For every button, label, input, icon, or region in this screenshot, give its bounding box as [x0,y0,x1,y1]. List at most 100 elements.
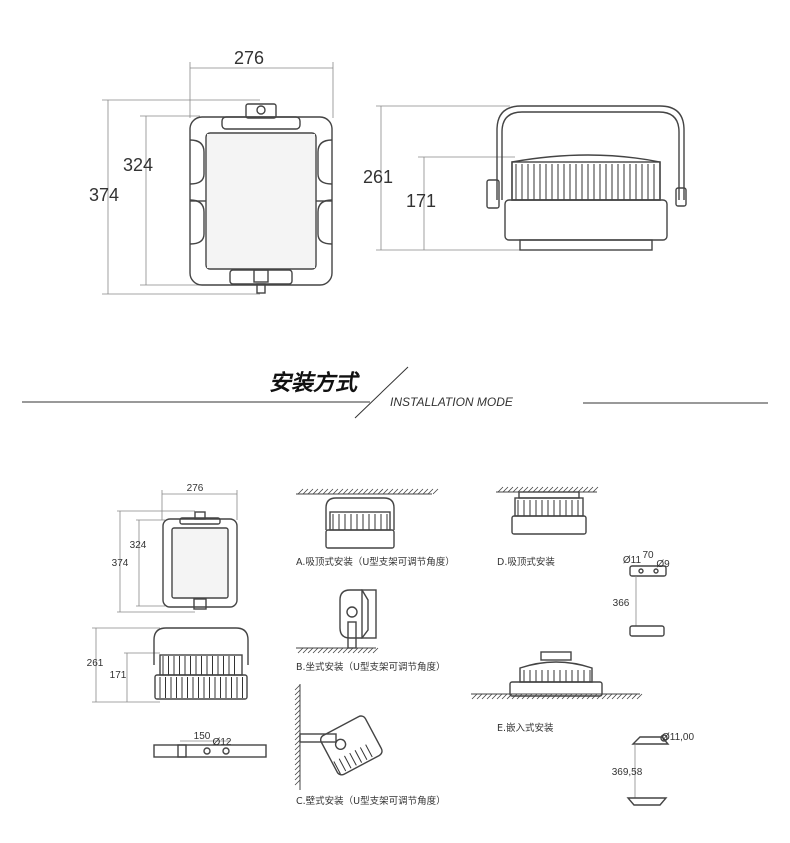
drawing-stroke [626,693,633,700]
drawing-stroke [377,488,384,495]
drawing-stroke [357,647,364,654]
side-view-small: 261 171 [87,627,249,703]
section-title-en: INSTALLATION MODE [390,395,514,409]
drawing-stroke [294,759,301,766]
drawing-stroke [332,488,339,495]
drawing-stroke [302,488,309,495]
drawing-stroke [572,486,579,493]
d-height-label: 366 [613,598,630,609]
e-height-label: 369,58 [612,767,643,778]
front-view-large: 276 324 374 [89,48,334,295]
drawing-stroke [352,488,359,495]
drawing-stroke [327,647,334,654]
small-side-height-label: 261 [87,658,104,669]
drawing-stroke [491,693,498,700]
drawing-stroke [294,714,301,721]
side-view-large: 261 171 [363,105,687,251]
drawing-stroke [294,779,301,786]
drawing-stroke [601,693,608,700]
drawing-stroke [362,488,369,495]
bracket-spacing-label: 150 [194,731,211,742]
drawing-stroke [294,709,301,716]
drawing-stroke [577,486,584,493]
drawing-stroke [307,488,314,495]
drawing-stroke [294,734,301,741]
drawing-stroke [547,486,554,493]
drawing-stroke [317,647,324,654]
drawing-stroke [532,486,539,493]
drawing-stroke [367,488,374,495]
drawing-stroke [342,488,349,495]
drawing-stroke [392,488,399,495]
mode-d-detail: Ø11 70 Ø9 366 [613,550,670,637]
mode-a-illustration: A.吸顶式安装（U型支架可调节角度） [296,488,455,568]
drawing-stroke [297,647,304,654]
drawing-stroke [367,647,374,654]
drawing-stroke [297,488,304,495]
mode-d-illustration: D.吸顶式安装 [496,486,599,568]
drawing-stroke [611,693,618,700]
e-hole-label: Ø11,00 [662,732,694,743]
drawing-stroke [332,647,339,654]
mode-e-illustration: E.嵌入式安装 [471,651,643,734]
side-height-label: 261 [363,167,393,187]
drawing-stroke [354,750,363,763]
drawing-stroke [606,693,613,700]
drawing-stroke [294,719,301,726]
drawing-stroke [294,729,301,736]
small-width-label: 276 [187,483,204,494]
drawing-stroke [517,486,524,493]
drawing-stroke [422,488,429,495]
drawing-stroke [621,693,628,700]
drawing-stroke [506,693,513,700]
drawing-stroke [302,647,309,654]
drawing-stroke [337,647,344,654]
drawing-stroke [631,693,638,700]
drawing-stroke [349,752,357,766]
small-height-label: 374 [112,558,129,569]
drawing-stroke [294,769,301,776]
d-width-label: 70 [642,550,654,561]
drawing-stroke [365,744,373,758]
drawing-stroke [552,486,559,493]
mode-a-caption: A.吸顶式安装（U型支架可调节角度） [296,556,455,568]
drawing-stroke [294,774,301,781]
drawing-stroke [527,486,534,493]
section-title-cn: 安装方式 [269,370,360,396]
drawing-stroke [352,647,359,654]
drawing-stroke [372,488,379,495]
drawing-stroke [636,693,643,700]
bracket-detail: 150 Ø12 [153,731,267,758]
drawing-stroke [616,693,623,700]
drawing-stroke [362,647,369,654]
drawing-stroke [333,761,341,775]
d-hole-left-label: Ø11 [623,555,642,566]
side-body-height-label: 171 [406,191,436,211]
drawing-stroke [417,488,424,495]
drawing-stroke [317,488,324,495]
drawing-stroke [312,488,319,495]
drawing-stroke [507,486,514,493]
drawing-stroke [412,488,419,495]
drawing-stroke [294,764,301,771]
mode-c-caption: C.壁式安装（U型支架可调节角度） [296,795,446,807]
mode-d-caption: D.吸顶式安装 [497,556,555,568]
drawing-stroke [557,486,564,493]
mode-c-illustration: C.壁式安装（U型支架可调节角度） [294,684,446,807]
drawing-stroke [582,486,589,493]
drawing-stroke [322,488,329,495]
drawing-stroke [294,724,301,731]
drawing-stroke [294,699,301,706]
drawing-stroke [338,758,347,772]
drawing-stroke [502,486,509,493]
drawing-stroke [337,488,344,495]
front-height-label: 374 [89,185,119,205]
d-hole-right-label: Ø9 [656,559,670,570]
small-side-body-label: 171 [110,670,127,681]
drawing-stroke [294,694,301,701]
drawing-stroke [312,647,319,654]
drawing-stroke [542,486,549,493]
mode-b-illustration: B.坐式安装（U型支架可调节角度） [296,589,446,673]
drawing-stroke [512,486,519,493]
